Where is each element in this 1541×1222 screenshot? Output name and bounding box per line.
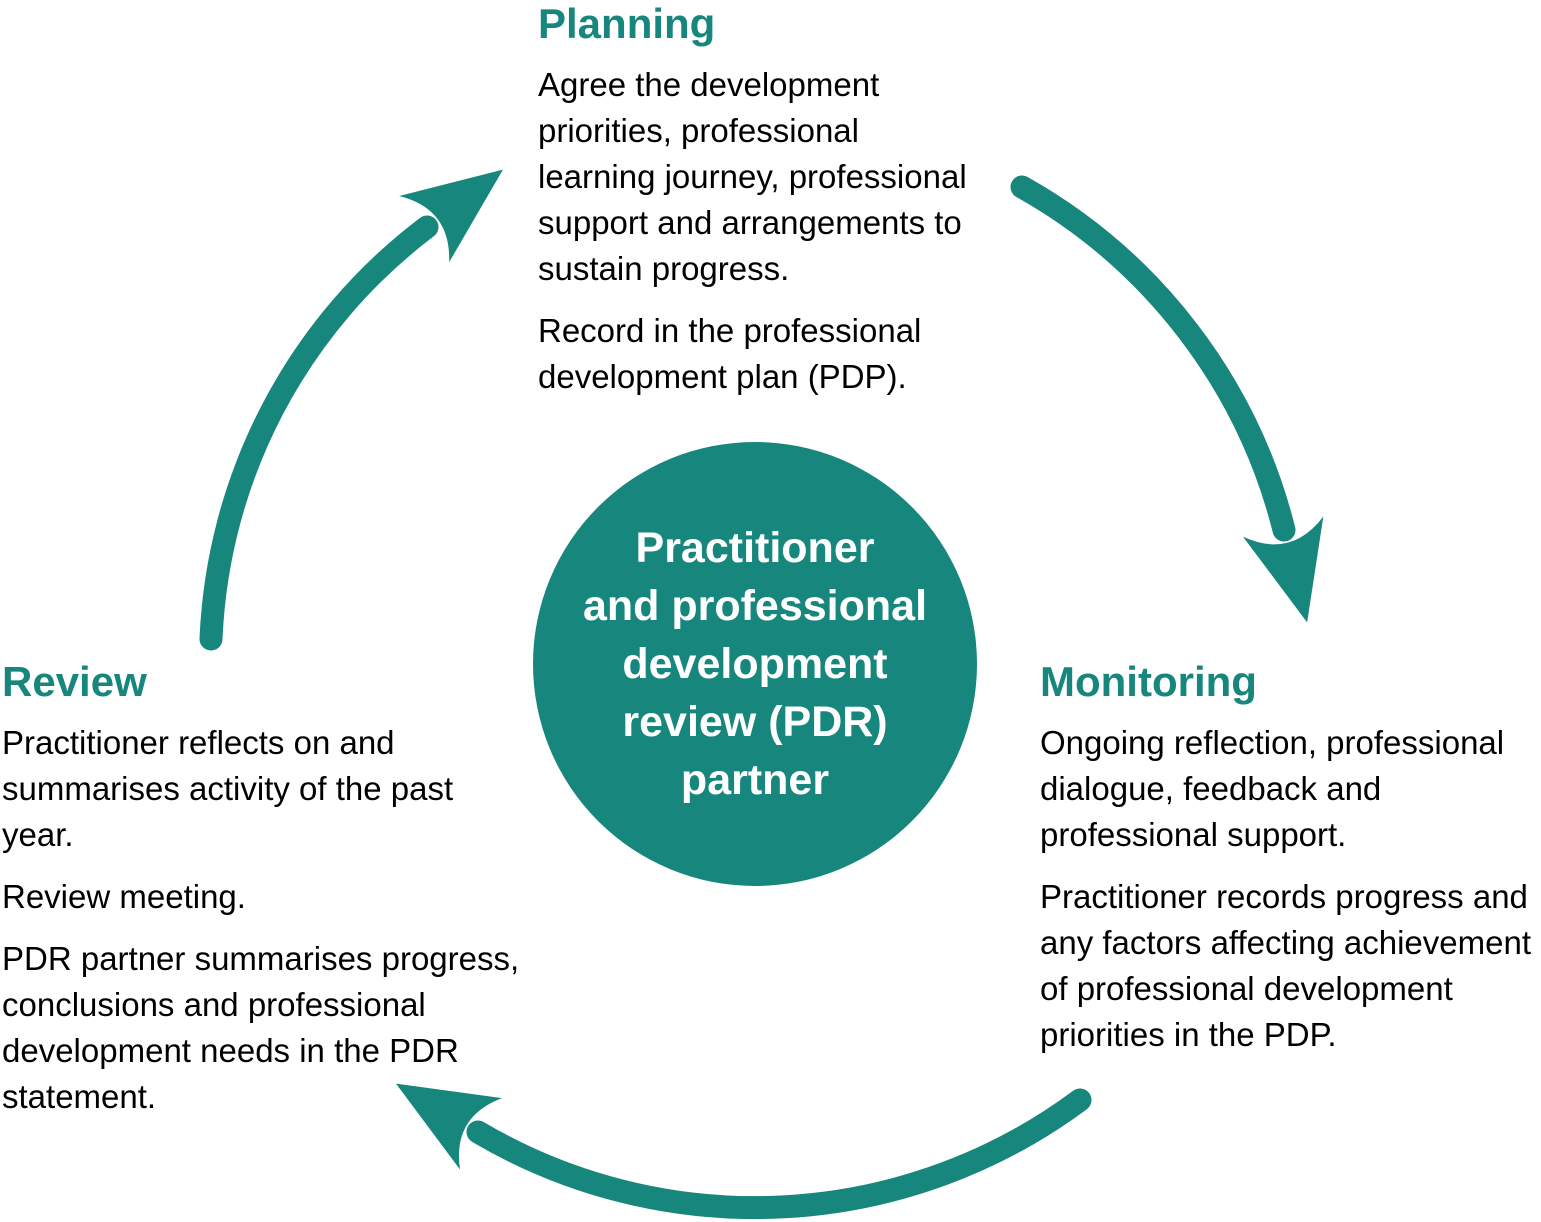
monitoring-paragraph: Ongoing reflection, professional dialogu… [1040,724,1505,853]
review-paragraph: PDR partner summarises progress, conclus… [2,940,520,1115]
arrow-planning-to-monitoring [1010,175,1324,623]
monitoring-heading: Monitoring [1040,658,1257,705]
arrow-review-to-planning [199,169,503,651]
monitoring-paragraph: Practitioner records progress and any fa… [1040,878,1532,1053]
planning-paragraph: Agree the development priorities, profes… [538,66,967,287]
pdr-partner-circle: Practitioner and professional developmen… [533,442,977,886]
monitoring-section: Monitoring Ongoing reflection, professio… [1040,658,1541,1074]
circle-text-line: development [622,640,888,688]
review-section: Review Practitioner reflects on and summ… [2,658,527,1136]
review-paragraph: Review meeting. [2,878,246,915]
circle-text-line: review (PDR) [622,698,888,746]
planning-section: Planning Agree the development prioritie… [538,0,978,416]
arrow-monitoring-to-review [395,1083,1092,1220]
planning-heading: Planning [538,0,716,47]
circle-text-line: partner [680,756,830,804]
circle-text-line: and professional [582,582,928,630]
circle-text-line: Practitioner [635,524,875,572]
review-heading: Review [2,658,147,705]
planning-paragraph: Record in the professional development p… [538,312,922,395]
review-paragraph: Practitioner reflects on and summarises … [2,724,454,853]
